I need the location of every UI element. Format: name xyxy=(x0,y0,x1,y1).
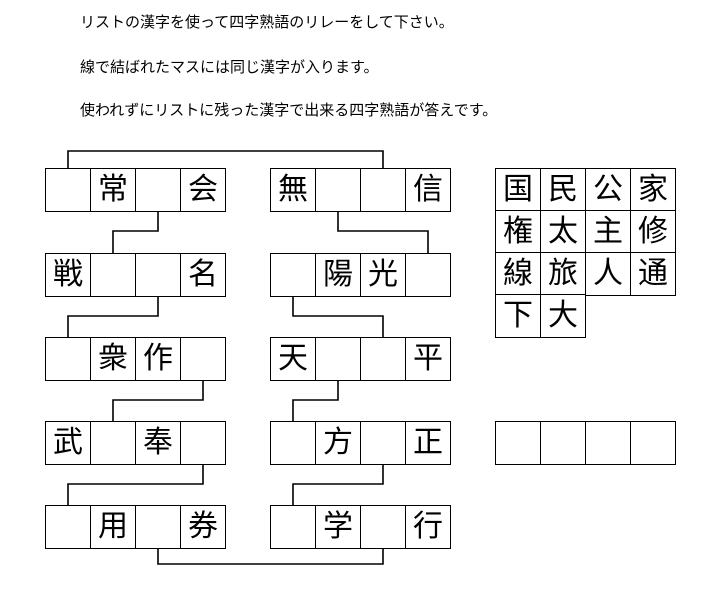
puzzle-cell-left-r4-c2[interactable] xyxy=(90,421,136,465)
puzzle-cell-left-r3-c1[interactable] xyxy=(45,337,91,381)
connector-top xyxy=(67,150,384,168)
puzzle-cell-left-r1-c3[interactable] xyxy=(135,168,181,212)
connector-r3-r4 xyxy=(292,380,339,421)
puzzle-cell-left-r2-c4: 名 xyxy=(180,253,226,297)
instruction-line-3: 使われずにリストに残った漢字で出来る四字熟語が答えです。 xyxy=(80,101,498,119)
puzzle-cell-left-r5-c1[interactable] xyxy=(45,505,91,549)
puzzle-cell-right-r4-c4: 正 xyxy=(405,421,451,465)
puzzle-cell-right-r5-c2: 学 xyxy=(315,505,361,549)
puzzle-cell-right-r3-c1: 天 xyxy=(270,337,316,381)
kanji-list-cell: 家 xyxy=(630,168,676,212)
puzzle-cell-left-r4-c1: 武 xyxy=(45,421,91,465)
connector-l4-l5 xyxy=(67,464,204,505)
puzzle-cell-right-r2-c4[interactable] xyxy=(405,253,451,297)
kanji-list-cell: 権 xyxy=(495,210,541,254)
instruction-line-2: 線で結ばれたマスには同じ漢字が入ります。 xyxy=(80,58,379,76)
kanji-list-cell: 民 xyxy=(540,168,586,212)
puzzle-cell-left-r2-c1: 戦 xyxy=(45,253,91,297)
puzzle-cell-right-r3-c3[interactable] xyxy=(360,337,406,381)
puzzle-cell-right-r5-c3[interactable] xyxy=(360,505,406,549)
puzzle-cell-right-r1-c4: 信 xyxy=(405,168,451,212)
connector-r2-r3 xyxy=(292,296,384,337)
puzzle-cell-left-r2-c3[interactable] xyxy=(135,253,181,297)
puzzle-cell-left-r5-c4: 券 xyxy=(180,505,226,549)
connector-r1-r2 xyxy=(337,211,429,253)
puzzle-cell-left-r2-c2[interactable] xyxy=(90,253,136,297)
puzzle-cell-right-r2-c2: 陽 xyxy=(315,253,361,297)
puzzle-cell-right-r3-c2[interactable] xyxy=(315,337,361,381)
answer-box-2[interactable] xyxy=(540,421,586,465)
kanji-list-cell: 通 xyxy=(630,252,676,296)
answer-box-4[interactable] xyxy=(630,421,676,465)
kanji-list-cell: 国 xyxy=(495,168,541,212)
puzzle-cell-right-r1-c3[interactable] xyxy=(360,168,406,212)
instruction-line-1: リストの漢字を使って四字熟語のリレーをして下さい。 xyxy=(80,13,454,31)
puzzle-cell-right-r4-c2: 方 xyxy=(315,421,361,465)
puzzle-cell-right-r4-c3[interactable] xyxy=(360,421,406,465)
puzzle-cell-left-r1-c1[interactable] xyxy=(45,168,91,212)
puzzle-cell-left-r1-c2: 常 xyxy=(90,168,136,212)
puzzle-cell-right-r5-c1[interactable] xyxy=(270,505,316,549)
puzzle-cell-right-r2-c1[interactable] xyxy=(270,253,316,297)
connector-l1-l2 xyxy=(112,211,159,253)
connector-r4-r5 xyxy=(292,464,384,505)
kanji-list-cell: 大 xyxy=(540,294,586,338)
answer-box-1[interactable] xyxy=(495,421,541,465)
puzzle-cell-right-r4-c1[interactable] xyxy=(270,421,316,465)
puzzle-cell-left-r3-c2: 衆 xyxy=(90,337,136,381)
puzzle-cell-left-r3-c4[interactable] xyxy=(180,337,226,381)
connector-l2-l3 xyxy=(67,296,159,337)
puzzle-cell-left-r1-c4: 会 xyxy=(180,168,226,212)
puzzle-cell-left-r4-c4[interactable] xyxy=(180,421,226,465)
kanji-list-cell: 旅 xyxy=(540,252,586,296)
puzzle-cell-left-r5-c3[interactable] xyxy=(135,505,181,549)
connector-bottom xyxy=(157,548,384,565)
kanji-list-cell: 太 xyxy=(540,210,586,254)
answer-box-3[interactable] xyxy=(585,421,631,465)
puzzle-cell-left-r5-c2: 用 xyxy=(90,505,136,549)
puzzle-cell-right-r5-c4: 行 xyxy=(405,505,451,549)
connector-l3-l4 xyxy=(112,380,204,421)
kanji-list-cell: 主 xyxy=(585,210,631,254)
kanji-list-cell: 公 xyxy=(585,168,631,212)
puzzle-cell-right-r1-c1: 無 xyxy=(270,168,316,212)
puzzle-cell-right-r2-c3: 光 xyxy=(360,253,406,297)
puzzle-cell-left-r3-c3: 作 xyxy=(135,337,181,381)
kanji-list-cell: 線 xyxy=(495,252,541,296)
kanji-list-cell: 人 xyxy=(585,252,631,296)
kanji-list-cell: 下 xyxy=(495,294,541,338)
puzzle-cell-left-r4-c3: 奉 xyxy=(135,421,181,465)
puzzle-cell-right-r1-c2[interactable] xyxy=(315,168,361,212)
kanji-list-cell: 修 xyxy=(630,210,676,254)
puzzle-cell-right-r3-c4: 平 xyxy=(405,337,451,381)
